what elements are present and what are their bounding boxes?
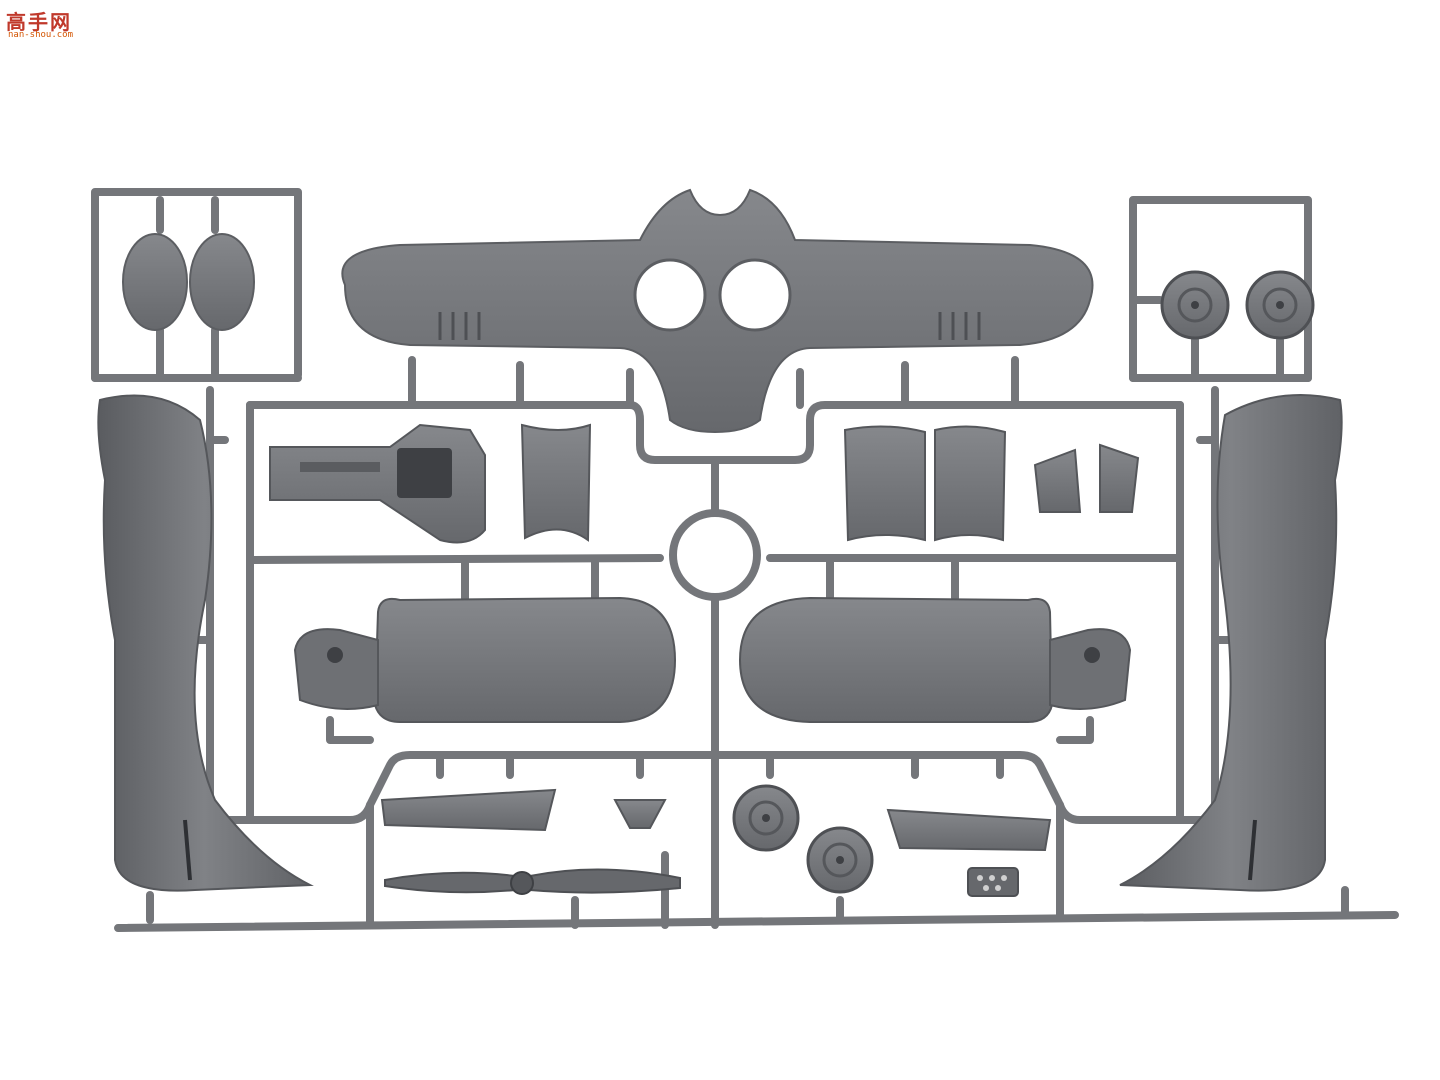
fuselage-half-left: [97, 394, 314, 892]
cowling-parts: [520, 423, 1140, 542]
lower-wing-right: [738, 596, 1132, 723]
watermark-title: 高手网: [6, 10, 72, 34]
engine-detail-part: [967, 867, 1019, 897]
propeller-part: [384, 868, 681, 895]
watermark-url: nan-shou.com: [8, 30, 74, 40]
cockpit-floor-part: [269, 423, 486, 544]
fuselage-half-right: [1116, 394, 1343, 892]
lower-wing-left: [293, 596, 677, 723]
small-wheel-parts: [1160, 270, 1315, 340]
cowl-panel-parts-left: [122, 233, 255, 331]
upper-wing-part: [341, 188, 1094, 434]
site-watermark: 高手网 nan-shou.com: [6, 6, 76, 46]
sprue-frame: [91, 188, 1399, 932]
main-wheel-parts: [732, 784, 874, 894]
tailplane-strut-parts: [380, 788, 1052, 852]
